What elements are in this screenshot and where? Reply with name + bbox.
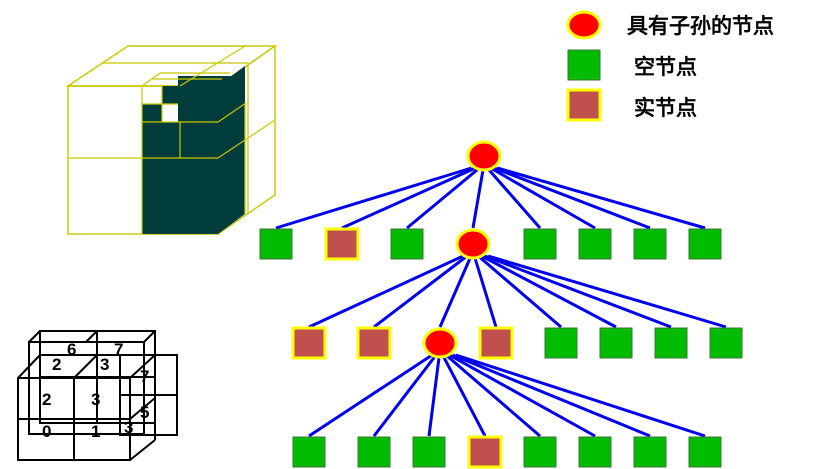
octant-label-7: 7 xyxy=(114,340,123,359)
edge-l2-to-l3-4 xyxy=(445,353,541,438)
edge-l1-to-l2-6 xyxy=(484,254,672,329)
octant-label-3-back: 3 xyxy=(100,355,109,374)
edge-l0-to-l1-7 xyxy=(496,166,706,230)
level1-3-internal-node xyxy=(455,228,491,260)
edge-l1-to-l2-0 xyxy=(308,254,464,329)
legend-empty-label: 空节点 xyxy=(634,55,697,79)
edge-l2-to-l3-3 xyxy=(441,354,487,437)
edge-l2-to-l3-1 xyxy=(372,354,438,437)
level2-7-empty-node xyxy=(709,327,743,359)
level3-5-empty-node xyxy=(578,436,612,468)
level3-7-empty-node xyxy=(688,436,722,468)
edge-l0-to-l1-4 xyxy=(486,167,542,229)
octant-label-1: 1 xyxy=(91,422,100,441)
edge-l1-to-l2-7 xyxy=(487,254,727,329)
octant-label-3-side: 3 xyxy=(124,418,133,437)
level1-0-empty-node xyxy=(259,228,293,260)
edge-l0-to-l1-6 xyxy=(493,166,651,230)
level3-3-solid-node xyxy=(467,435,503,469)
octant-label-7-side: 7 xyxy=(140,367,149,386)
tree-edges xyxy=(275,166,727,438)
level1-2-empty-node xyxy=(390,228,424,260)
edge-l1-to-l2-1 xyxy=(373,254,468,329)
edge-l0-to-l1-3 xyxy=(471,167,485,229)
legend-internal-node-icon xyxy=(566,10,602,40)
level1-4-empty-node xyxy=(523,228,557,260)
edge-l2-to-l3-5 xyxy=(448,353,596,438)
level2-3-solid-node xyxy=(478,326,514,360)
level0-0-internal-node xyxy=(466,140,502,172)
edge-l1-to-l2-4 xyxy=(477,254,562,329)
level2-1-solid-node xyxy=(356,326,392,360)
level3-6-empty-node xyxy=(633,436,667,468)
level1-5-empty-node xyxy=(578,228,612,260)
octant-label-2-back: 2 xyxy=(52,355,61,374)
legend-internal-label: 具有子孙的节点 xyxy=(627,14,774,38)
legend-empty-node-icon xyxy=(567,49,601,81)
level3-1-empty-node xyxy=(357,436,391,468)
edge-l2-to-l3-6 xyxy=(452,353,651,438)
tree-nodes xyxy=(259,140,743,469)
legend-solid-node-icon xyxy=(566,88,602,122)
edge-l0-to-l1-2 xyxy=(406,166,481,230)
edge-l2-to-l3-2 xyxy=(427,354,441,437)
level3-0-empty-node xyxy=(292,436,326,468)
edge-l0-to-l1-0 xyxy=(275,166,472,230)
level2-4-empty-node xyxy=(544,327,578,359)
edge-l0-to-l1-5 xyxy=(489,166,596,230)
edge-l2-to-l3-7 xyxy=(455,353,706,438)
level3-4-empty-node xyxy=(523,436,557,468)
level2-0-solid-node xyxy=(291,326,327,360)
level1-7-empty-node xyxy=(688,228,722,260)
octant-label-2: 2 xyxy=(42,390,51,409)
edge-l2-to-l3-0 xyxy=(308,353,433,438)
level3-2-empty-node xyxy=(412,436,446,468)
level2-2-internal-node xyxy=(422,327,458,359)
octant-label-6: 6 xyxy=(67,340,76,359)
edge-l0-to-l1-1 xyxy=(341,166,477,230)
edge-l1-to-l2-2 xyxy=(438,255,473,328)
level2-6-empty-node xyxy=(654,327,688,359)
octant-label-0: 0 xyxy=(42,422,51,441)
octant-label-5: 5 xyxy=(140,403,149,422)
level1-6-empty-node xyxy=(633,228,667,260)
edge-l1-to-l2-5 xyxy=(480,254,617,329)
legend-solid-label: 实节点 xyxy=(634,96,697,120)
octant-label-3: 3 xyxy=(91,390,100,409)
level2-5-empty-node xyxy=(599,327,633,359)
level1-1-solid-node xyxy=(324,227,360,261)
edge-l1-to-l2-3 xyxy=(472,255,498,328)
